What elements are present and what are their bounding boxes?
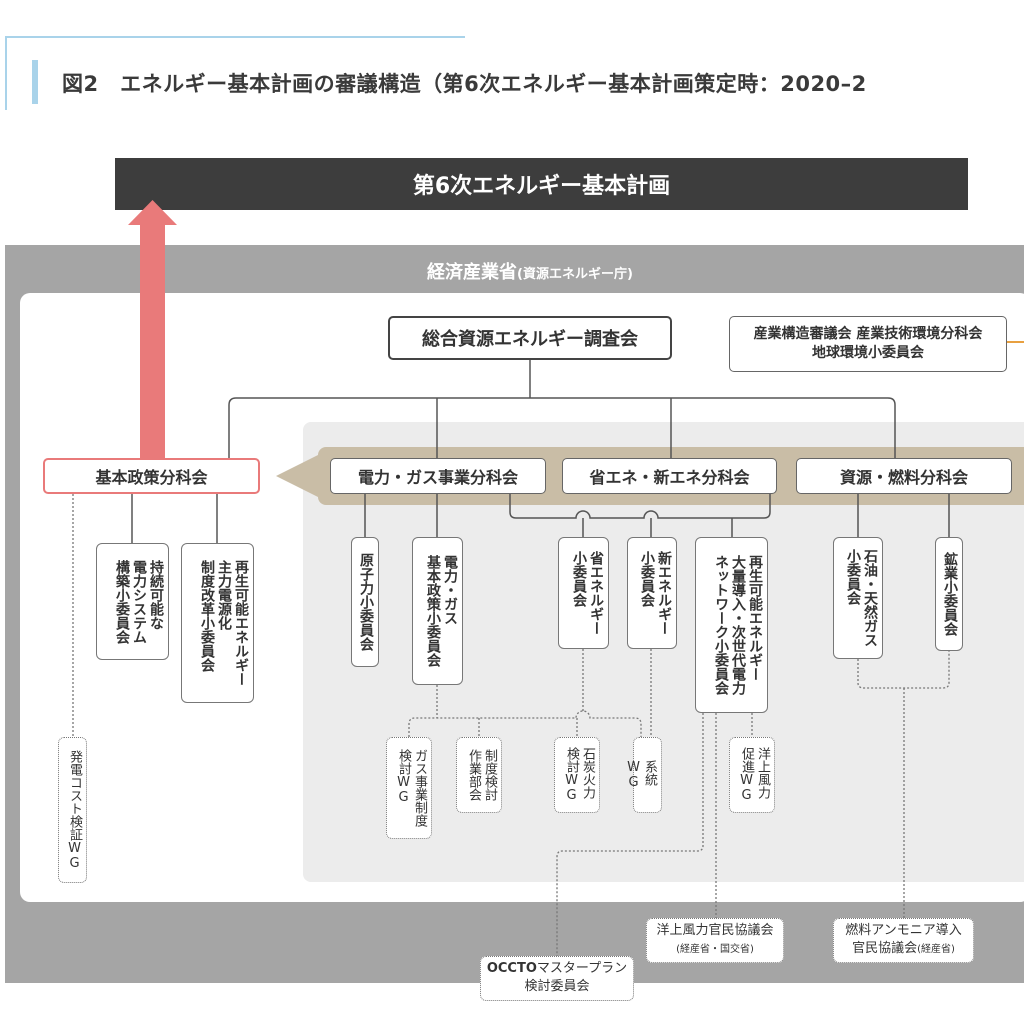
new-energy-committee[interactable]: 新エネルギー 小委員会 — [627, 537, 677, 649]
offshore-wind-wg[interactable]: 洋上風力 促進WG — [729, 737, 775, 813]
elec-gas-policy-committee[interactable]: 電力・ガス 基本政策小委員会 — [412, 537, 463, 685]
occto-label: マスタープラン — [536, 961, 628, 976]
header-rule-vertical — [5, 36, 7, 110]
red-arrow-head-icon — [128, 200, 177, 225]
electricity-gas-subcommittee[interactable]: 電力・ガス事業分科会 — [330, 458, 546, 494]
energy-plan-bar: 第6次エネルギー基本計画 — [115, 158, 968, 210]
renewable-network-committee[interactable]: 再生可能エネルギー 大量導入・次世代電力 ネットワーク小委員会 — [695, 537, 768, 713]
oil-gas-committee[interactable]: 石油・天然ガス 小委員会 — [833, 537, 883, 659]
ammonia-council-label-2: 官民協議会 — [852, 941, 918, 956]
industrial-council-box[interactable]: 産業構造審議会 産業技術環境分科会 地球環境小委員会 — [729, 316, 1007, 372]
title-accent — [32, 60, 38, 104]
left-arrow-icon — [276, 455, 318, 497]
system-review-subgroup[interactable]: 制度検討 作業部会 — [456, 737, 502, 813]
ammonia-council-sub: (経産省) — [917, 944, 955, 955]
renewable-main-committee[interactable]: 再生可能エネルギー 主力電源化 制度改革小委員会 — [181, 543, 254, 703]
occto-label-bold: OCCTO — [486, 961, 537, 976]
header-rule — [5, 36, 465, 38]
occto-committee[interactable]: OCCTOマスタープラン 検討委員会 — [480, 956, 634, 1001]
offshore-wind-council[interactable]: 洋上風力官民協議会 (経産省・国交省) — [646, 918, 784, 963]
council-box[interactable]: 総合資源エネルギー調査会 — [388, 316, 672, 360]
nuclear-committee[interactable]: 原子力小委員会 — [351, 537, 379, 667]
gas-system-wg[interactable]: ガス事業制度 検討WG — [386, 737, 432, 839]
mining-committee[interactable]: 鉱業小委員会 — [935, 537, 963, 651]
offshore-council-sub: (経産省・国交省) — [676, 944, 754, 955]
offshore-council-label: 洋上風力官民協議会 — [656, 923, 774, 938]
grid-wg[interactable]: 系統 WG — [626, 737, 662, 813]
energy-saving-subcommittee[interactable]: 省エネ・新エネ分科会 — [562, 458, 777, 494]
resources-fuel-subcommittee[interactable]: 資源・燃料分科会 — [796, 458, 1012, 494]
figure-title: 図2 エネルギー基本計画の審議構造（第6次エネルギー基本計画策定時：2020–2 — [62, 72, 867, 96]
occto-label-2: 検討委員会 — [524, 979, 590, 994]
red-arrow-shaft — [140, 224, 165, 460]
sustainable-power-committee[interactable]: 持続可能な 電力システム 構築小委員会 — [96, 543, 169, 660]
energy-saving-committee[interactable]: 省エネルギー 小委員会 — [558, 537, 609, 649]
power-cost-wg[interactable]: 発電コスト検証WG — [58, 737, 87, 883]
ammonia-council-label: 燃料アンモニア導入 — [845, 923, 962, 938]
ammonia-council[interactable]: 燃料アンモニア導入 官民協議会(経産省) — [833, 918, 974, 963]
basic-policy-subcommittee[interactable]: 基本政策分科会 — [43, 458, 260, 494]
ministry-label: 経済産業省(資源エネルギー庁) — [427, 262, 633, 283]
coal-power-wg[interactable]: 石炭火力 検討WG — [554, 737, 600, 813]
